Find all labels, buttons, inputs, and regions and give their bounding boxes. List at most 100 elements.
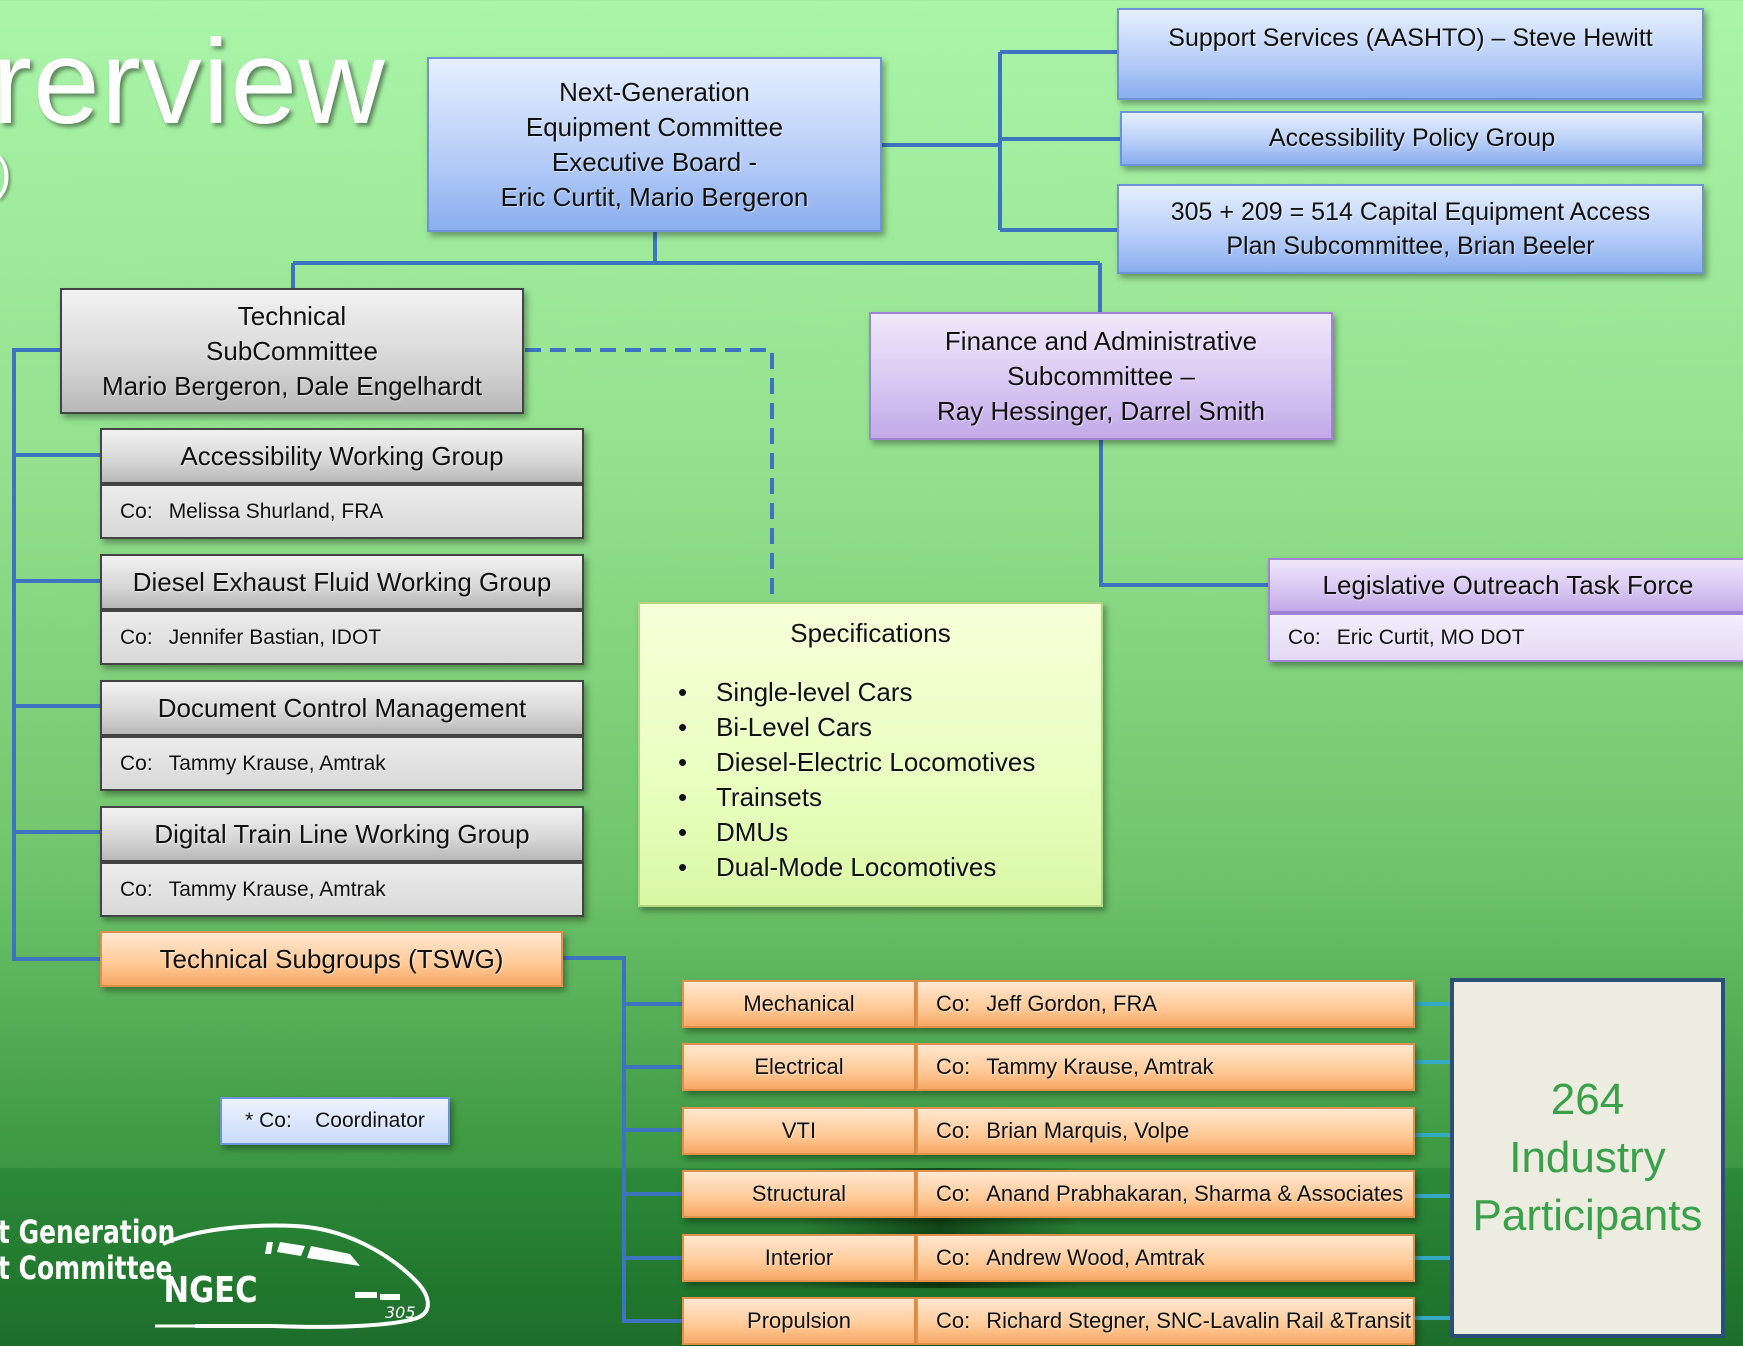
finance-subcommittee-line-1: Finance and Administrative: [944, 325, 1258, 356]
subgroup-name: Interior: [682, 1234, 916, 1282]
coordinator-legend: * Co: Coordinator: [220, 1097, 450, 1145]
participants-count: 264: [1550, 1075, 1625, 1124]
co-name: Richard Stegner, SNC-Lavalin Rail &Trans…: [986, 1308, 1411, 1333]
subgroup-name: Electrical: [682, 1043, 916, 1091]
capital-equipment-box: 305 + 209 = 514 Capital Equipment Access…: [1117, 184, 1704, 274]
working-group-co-3: Co: Tammy Krause, Amtrak: [100, 736, 584, 791]
co-name: Jennifer Bastian, IDOT: [168, 625, 382, 649]
subgroups-table: Mechanical Co:Jeff Gordon, FRA Electrica…: [682, 980, 1415, 1346]
co-label: Co:: [936, 991, 971, 1016]
connector-dashed-specs: [525, 348, 774, 602]
working-group-title-text-1: Accessibility Working Group: [180, 440, 504, 471]
spec-item: Diesel-Electric Locomotives: [678, 745, 1081, 780]
subgroup-name: Mechanical: [682, 980, 916, 1028]
executive-board-line-2: Equipment Committee: [525, 111, 784, 142]
co-label: Co:: [936, 1054, 971, 1079]
working-group-title-3: Document Control Management: [100, 680, 584, 736]
executive-board-line-4: Eric Curtit, Mario Bergeron: [500, 181, 809, 212]
co-name: Andrew Wood, Amtrak: [986, 1245, 1205, 1270]
spec-item: Single-level Cars: [678, 675, 1081, 710]
spec-item: DMUs: [678, 815, 1081, 850]
page-title: rerview: [0, 15, 386, 149]
working-group-co-2: Co: Jennifer Bastian, IDOT: [100, 610, 584, 665]
support-services-box: Support Services (AASHTO) – Steve Hewitt: [1117, 8, 1704, 100]
co-label: Co:: [1288, 625, 1321, 649]
logo-line-2: t Committee: [0, 1249, 173, 1287]
logo-number: 305: [385, 1303, 416, 1322]
working-group-title-4: Digital Train Line Working Group: [100, 806, 584, 862]
co-label: Co:: [936, 1245, 971, 1270]
logo-line-1: t Generation: [0, 1213, 176, 1251]
subgroup-name-text: Propulsion: [747, 1308, 851, 1333]
ngec-logo: t Generation t Committee 305 NGEC: [0, 1212, 460, 1346]
co-label: Co:: [120, 625, 153, 649]
spec-item: Bi-Level Cars: [678, 710, 1081, 745]
legislative-title: Legislative Outreach Task Force: [1322, 570, 1694, 600]
spec-item: Dual-Mode Locomotives: [678, 850, 1081, 885]
executive-board-line-3: Executive Board -: [551, 146, 758, 177]
technical-subcommittee-line-1: Technical: [237, 300, 347, 331]
working-group-title-1: Accessibility Working Group: [100, 428, 584, 484]
accessibility-policy-label: Accessibility Policy Group: [1268, 124, 1556, 152]
subgroup-name-text: VTI: [781, 1118, 817, 1143]
capital-equipment-line-2: Plan Subcommittee, Brian Beeler: [1226, 232, 1595, 260]
co-label: Co:: [120, 877, 153, 901]
subgroup-co: Co: Andrew Wood, Amtrak: [916, 1234, 1415, 1282]
working-group-co-4: Co: Tammy Krause, Amtrak: [100, 862, 584, 917]
accessibility-policy-box: Accessibility Policy Group: [1120, 111, 1704, 166]
working-group-co-1: Co: Melissa Shurland, FRA: [100, 484, 584, 539]
subgroup-co: Co:Richard Stegner, SNC-Lavalin Rail &Tr…: [916, 1297, 1415, 1345]
technical-subcommittee-line-3: Mario Bergeron, Dale Engelhardt: [101, 370, 483, 401]
subgroup-name-text: Electrical: [754, 1054, 844, 1079]
support-services-label: Support Services (AASHTO) – Steve Hewitt: [1168, 24, 1653, 52]
legend-text: * Co: Coordinator: [245, 1109, 425, 1132]
co-name: Melissa Shurland, FRA: [168, 499, 384, 523]
working-group-title-2: Diesel Exhaust Fluid Working Group: [100, 554, 584, 610]
subgroup-name-text: Mechanical: [743, 991, 855, 1016]
spec-item: Trainsets: [678, 780, 1081, 815]
working-group-title-text-4: Digital Train Line Working Group: [154, 818, 530, 849]
technical-subcommittee-box: Technical SubCommittee Mario Bergeron, D…: [60, 288, 524, 414]
working-group-title-text-2: Diesel Exhaust Fluid Working Group: [132, 566, 552, 597]
specifications-box: Specifications Single-level Cars Bi-Leve…: [638, 602, 1103, 907]
page-subtitle: ): [0, 146, 11, 200]
subgroup-co: Co: Tammy Krause, Amtrak: [916, 1043, 1415, 1091]
legislative-title-box: Legislative Outreach Task Force: [1268, 558, 1743, 613]
legislative-co-box: Co: Eric Curtit, MO DOT: [1268, 613, 1743, 662]
subgroup-name: VTI: [682, 1107, 916, 1155]
connector-legislative: [1099, 440, 1268, 587]
finance-subcommittee-line-3: Ray Hessinger, Darrel Smith: [937, 395, 1265, 426]
subgroup-name: Structural: [682, 1170, 916, 1218]
subgroup-co: Co: Anand Prabhakaran, Sharma & Associate…: [916, 1170, 1415, 1218]
participants-line-2: Participants: [1472, 1191, 1703, 1240]
industry-participants-box: 264 Industry Participants: [1450, 978, 1725, 1338]
subgroup-co: Co: Brian Marquis, Volpe: [916, 1107, 1415, 1155]
subgroup-name-text: Interior: [764, 1245, 834, 1270]
executive-board-line-1: Next-Generation: [559, 76, 750, 107]
finance-subcommittee-line-2: Subcommittee –: [1007, 360, 1195, 391]
co-label: Co:: [936, 1118, 971, 1143]
co-label: Co:: [936, 1181, 971, 1206]
co-label: Co:: [120, 499, 153, 523]
working-group-title-text-3: Document Control Management: [157, 692, 527, 723]
train-icon: 305 NGEC: [155, 1223, 430, 1329]
co-name: Tammy Krause, Amtrak: [168, 877, 386, 901]
co-name: Tammy Krause, Amtrak: [986, 1054, 1214, 1079]
tswg-label: Technical Subgroups (TSWG): [159, 943, 504, 974]
subgroup-name: Propulsion: [682, 1297, 916, 1345]
participants-line-1: Industry: [1509, 1133, 1666, 1182]
tswg-box: Technical Subgroups (TSWG): [100, 931, 563, 987]
specifications-list: Single-level Cars Bi-Level Cars Diesel-E…: [660, 675, 1081, 885]
co-name: Brian Marquis, Volpe: [986, 1118, 1190, 1143]
co-name: Anand Prabhakaran, Sharma & Associates: [986, 1181, 1404, 1206]
co-name: Eric Curtit, MO DOT: [1336, 625, 1525, 649]
connector-left-spine: [12, 348, 100, 961]
executive-board-box: Next-Generation Equipment Committee Exec…: [427, 57, 882, 232]
co-name: Tammy Krause, Amtrak: [168, 751, 386, 775]
specifications-title: Specifications: [790, 618, 951, 648]
capital-equipment-line-1: 305 + 209 = 514 Capital Equipment Access: [1170, 198, 1651, 226]
technical-subcommittee-line-2: SubCommittee: [206, 335, 378, 366]
subgroup-name-text: Structural: [751, 1181, 847, 1206]
subgroup-co: Co:Jeff Gordon, FRA: [916, 980, 1415, 1028]
